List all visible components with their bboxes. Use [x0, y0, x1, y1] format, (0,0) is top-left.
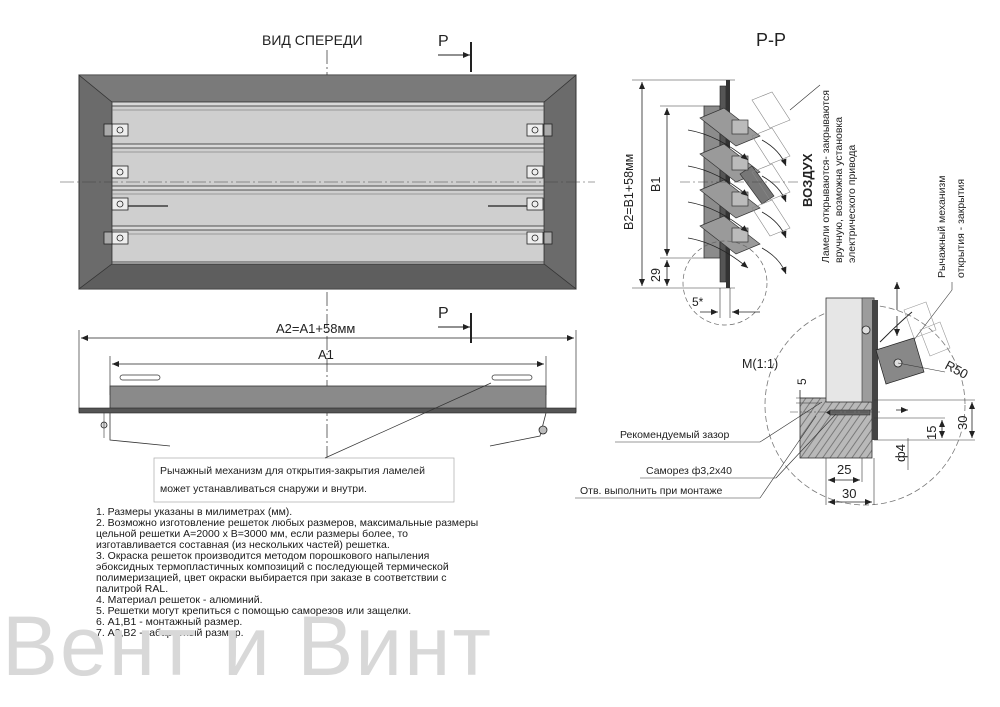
- dim-phi4: ф4: [893, 444, 908, 462]
- callout-hole: Отв. выполнить при монтаже: [580, 485, 723, 497]
- section-view: Р-Р В2=В1+58мм В1 29: [622, 30, 967, 346]
- plan-body: [109, 385, 547, 413]
- dim-b2: В2=В1+58мм: [622, 154, 636, 230]
- callout-screw: Саморез ф3,2х40: [646, 465, 732, 477]
- section-mark-top: P: [438, 33, 449, 50]
- dim-b1: В1: [649, 177, 663, 192]
- plan-note-line1: Рычажный механизм для открытия-закрытия …: [160, 465, 425, 477]
- lamella-note-2: вручную, возможна установка: [833, 117, 845, 263]
- dim-15: 15: [924, 426, 939, 440]
- front-view-title: ВИД СПЕРЕДИ: [262, 32, 363, 48]
- dim-r50: R50: [943, 357, 971, 381]
- note-1: 1. Размеры указаны в милиметрах (мм).: [96, 506, 293, 518]
- lever-note-1: Рычажный механизм: [936, 175, 948, 278]
- section-mark-bottom: P: [438, 305, 449, 322]
- general-notes: 1. Размеры указаны в милиметрах (мм). 2.…: [96, 507, 536, 639]
- note-4: 4. Материал решеток - алюминий.: [96, 594, 263, 606]
- pivot-brackets: [103, 123, 553, 245]
- dim-29: 29: [649, 268, 663, 282]
- detail-title: М(1:1): [742, 357, 778, 371]
- note-6: 6. А1,В1 - монтажный размер.: [96, 616, 243, 628]
- airflow-label: ВОЗДУХ: [800, 153, 815, 207]
- plan-note-line2: может устанавливаться снаружи и внутри.: [160, 483, 367, 495]
- section-title: Р-Р: [756, 30, 786, 50]
- dim-30-right: 30: [955, 416, 970, 430]
- lever-note-2: открытия - закрытия: [955, 179, 967, 278]
- plan-view: P А2=А1+58мм А1 Рычажный механизм для от…: [78, 305, 577, 503]
- lamella-note-3: электрического привода: [846, 145, 858, 263]
- dim-5: 5: [795, 378, 809, 385]
- note-3: 3. Окраска решеток производится методом …: [96, 550, 449, 595]
- dim-25: 25: [837, 462, 851, 477]
- front-view: ВИД СПЕРЕДИ P: [60, 32, 595, 470]
- callout-gap: Рекомендуемый зазор: [620, 429, 730, 441]
- lamella-note-1: Ламели открываются- закрываются: [820, 90, 832, 263]
- detail-view: М(1:1) 5 R50: [575, 282, 975, 506]
- dim-5-star: 5*: [692, 295, 704, 309]
- dim-a1: А1: [318, 347, 334, 362]
- note-2: 2. Возможно изготовление решеток любых р…: [96, 517, 479, 551]
- note-5: 5. Решетки могут крепиться с помощью сам…: [96, 605, 412, 617]
- dim-a2: А2=А1+58мм: [276, 321, 355, 336]
- dim-30-bottom: 30: [842, 486, 856, 501]
- note-7: 7. А2,В2 - габаритный размер.: [96, 627, 244, 639]
- lamellas: [111, 105, 545, 263]
- watermark: Вент и Винт: [2, 599, 494, 693]
